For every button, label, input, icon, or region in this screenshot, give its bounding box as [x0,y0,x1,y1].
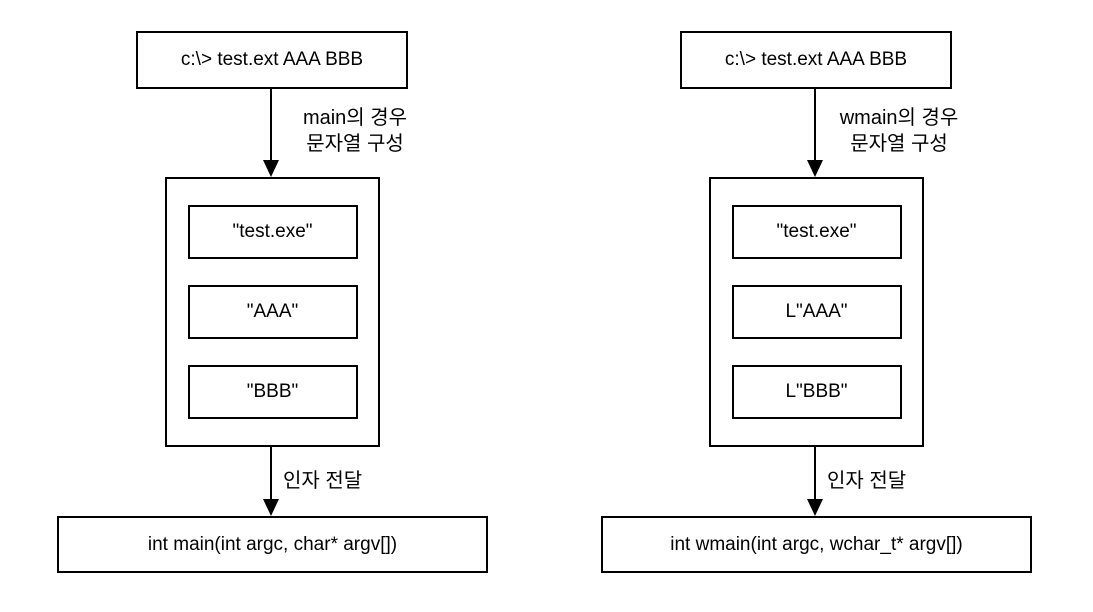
wmain-flow-column: c:\> test.ext AAA BBB wmain의 경우 문자열 구성 "… [544,0,1090,612]
string-composition-label-line2: 문자열 구성 [850,133,948,155]
down-arrow-line [270,89,272,173]
command-line-text: c:\> test.ext AAA BBB [180,49,364,70]
function-signature-text: int wmain(int argc, wchar_t* argv[]) [670,533,963,555]
function-signature-text: int main(int argc, char* argv[]) [147,533,398,555]
string-box-program-name: "test.exe" [731,205,902,259]
string-box-arg1: "AAA" [187,285,358,339]
argument-passing-label: 인자 전달 [827,468,906,494]
down-arrow-line [814,447,816,503]
string-composition-label: wmain의 경우 문자열 구성 [824,105,974,157]
string-composition-label: main의 경우 문자열 구성 [280,105,430,157]
string-box-arg1: L"AAA" [731,285,902,339]
main-flow-column: c:\> test.ext AAA BBB main의 경우 문자열 구성 "t… [0,0,546,612]
string-text: L"BBB" [785,381,848,402]
command-line-text: c:\> test.ext AAA BBB [724,49,908,70]
string-composition-label-line2: 문자열 구성 [306,133,404,155]
argument-passing-label: 인자 전달 [283,468,362,494]
string-array-container: "test.exe" L"AAA" L"BBB" [709,177,924,447]
down-arrowhead-icon [263,499,279,516]
string-composition-label-line1: main의 경우 [302,107,408,129]
down-arrow-line [814,89,816,173]
command-line-box: c:\> test.ext AAA BBB [136,31,408,89]
command-line-box: c:\> test.ext AAA BBB [680,31,952,89]
down-arrow-line [270,447,272,503]
down-arrowhead-icon [263,160,279,177]
argument-passing-text: 인자 전달 [827,470,907,492]
string-text: "test.exe" [776,221,857,242]
string-composition-label-line1: wmain의 경우 [839,107,959,129]
string-array-container: "test.exe" "AAA" "BBB" [165,177,380,447]
string-text: "BBB" [246,381,299,402]
function-signature-box: int wmain(int argc, wchar_t* argv[]) [601,516,1032,573]
down-arrowhead-icon [807,160,823,177]
string-box-program-name: "test.exe" [187,205,358,259]
string-text: L"AAA" [785,301,848,322]
string-text: "test.exe" [232,221,313,242]
string-text: "AAA" [246,301,299,322]
function-signature-box: int main(int argc, char* argv[]) [57,516,488,573]
down-arrowhead-icon [807,499,823,516]
argument-passing-text: 인자 전달 [283,470,363,492]
string-box-arg2: L"BBB" [731,365,902,419]
string-box-arg2: "BBB" [187,365,358,419]
